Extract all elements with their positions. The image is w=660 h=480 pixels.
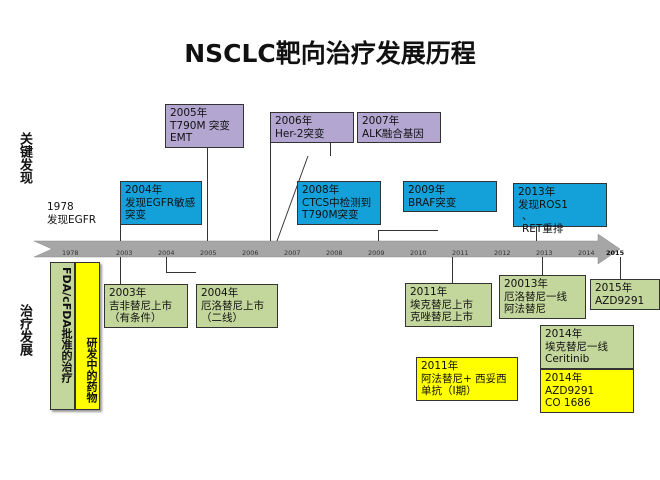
treatment-2004: 2004年 厄洛替尼上市 （二线） <box>196 284 278 328</box>
discovery-2009: 2009年 BRAF突变 <box>403 181 497 212</box>
connector-2004-discovery <box>120 225 121 241</box>
axis-year-2015: 2015 <box>606 249 625 257</box>
legend-approved: FDA/cFDA批准的治疗 <box>50 262 75 410</box>
connector-2004-treatment-h <box>166 272 196 273</box>
axis-year-1978: 1978 <box>62 249 79 257</box>
axis-year-2013: 2013 <box>536 249 553 257</box>
axis-year-2011: 2011 <box>452 249 469 257</box>
treatment-2014-b: 2014年 AZD9291 CO 1686 <box>540 369 634 413</box>
discovery-2007: 2007年 ALK融合基因 <box>357 112 441 143</box>
connector-2011-treatment <box>452 257 453 283</box>
axis-year-2008: 2008 <box>326 249 343 257</box>
connector-2009-discovery <box>378 230 438 231</box>
discovery-2013: 2013年 发现ROS1 <box>513 183 607 227</box>
connector-2013-treatment <box>542 257 543 275</box>
connector-2004-treatment <box>166 257 167 272</box>
axis-year-2006: 2006 <box>242 249 259 257</box>
legend-in-development: 研发中的药物 <box>75 262 100 410</box>
discovery-2004: 2004年 发现EGFR敏感突变 <box>120 181 202 225</box>
page-title: NSCLC靶向治疗发展历程 <box>184 39 476 68</box>
axis-year-2007: 2007 <box>284 249 301 257</box>
connector-2003-treatment <box>120 257 121 285</box>
axis-year-2010: 2010 <box>410 249 427 257</box>
treatment-2014-a: 2014年 埃克替尼一线 Ceritinib <box>540 325 634 369</box>
discovery-1978: 1978 发现EGFR <box>47 201 97 226</box>
axis-year-2005: 2005 <box>200 249 217 257</box>
row-label-key-discovery: 关键发现 <box>17 132 32 184</box>
discovery-2008: 2008年 CTCS中检测到T790M突变 <box>297 181 381 225</box>
axis-year-2014: 2014 <box>578 249 595 257</box>
connector-2005-discovery <box>207 148 208 241</box>
axis-year-2009: 2009 <box>368 249 385 257</box>
connector-2006-discovery <box>270 143 271 241</box>
discovery-2006: 2006年 Her-2突变 <box>270 112 354 143</box>
axis-year-2004: 2004 <box>158 249 175 257</box>
treatment-2003: 2003年 吉非替尼上市 （有条件） <box>104 284 188 328</box>
row-label-treatment: 治疗发展 <box>17 304 32 356</box>
treatment-2015: 2015年 AZD9291 <box>590 279 660 310</box>
discovery-ret: 、 RET重排 <box>522 210 564 235</box>
treatment-2011-b: 2011年 阿法替尼+ 西妥西单抗（I期） <box>416 357 518 401</box>
connector-2007-discovery <box>330 143 331 156</box>
connector-2008-discovery <box>378 230 379 241</box>
axis-year-2012: 2012 <box>494 249 511 257</box>
connector-2015-treatment <box>620 257 621 279</box>
treatment-2011-a: 2011年 埃克替尼上市 克唑替尼上市 <box>405 283 492 327</box>
discovery-2005: 2005年 T790M 突变 EMT <box>165 104 244 148</box>
connector-2013-discovery <box>536 226 537 241</box>
axis-year-2003: 2003 <box>116 249 133 257</box>
treatment-2013: 20013年 厄洛替尼一线 阿法替尼 <box>499 275 586 319</box>
